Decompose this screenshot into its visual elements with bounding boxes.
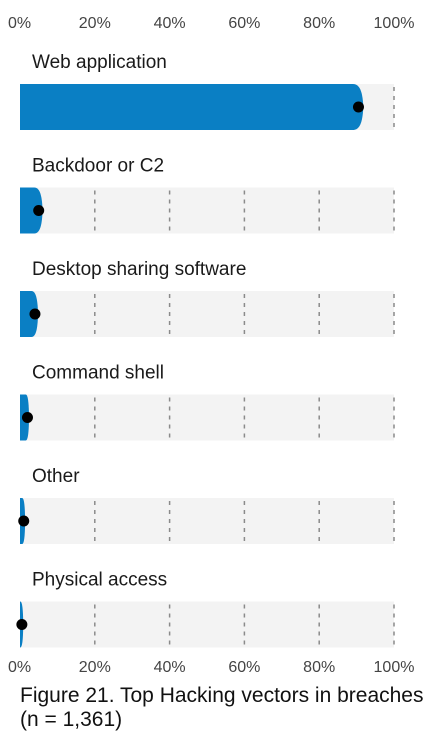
data-point <box>16 619 28 630</box>
bar-row: Command shell <box>20 363 395 441</box>
top-tick-label: 80% <box>303 15 335 32</box>
bar <box>20 84 364 130</box>
bottom-tick-label: 40% <box>154 659 186 676</box>
top-tick-label: 100% <box>374 15 415 32</box>
hacking-vectors-chart: 0% 20% 40% 60% 80% 100% Web applicationBackdo… <box>8 15 414 676</box>
bottom-tick-label: 100% <box>374 659 415 676</box>
bottom-axis: 0% 20% 40% 60% 80% 100% <box>8 659 414 676</box>
category-label: Desktop sharing software <box>32 259 246 280</box>
bar <box>20 187 43 234</box>
bottom-tick-label: 60% <box>228 659 260 676</box>
bar <box>20 291 39 337</box>
top-tick-label: 60% <box>228 15 260 32</box>
top-tick-label: 0% <box>8 15 31 32</box>
data-point <box>352 101 364 113</box>
data-point <box>29 308 41 320</box>
bar-track <box>20 498 394 544</box>
bar-row: Web application <box>20 52 395 130</box>
bottom-tick-label: 0% <box>8 659 31 676</box>
top-tick-label: 40% <box>154 15 186 32</box>
data-point <box>33 205 45 216</box>
top-axis: 0% 20% 40% 60% 80% 100% <box>8 15 414 32</box>
bar-row: Physical access <box>16 570 395 648</box>
data-point <box>18 515 30 527</box>
bar-track <box>20 601 394 648</box>
bar-row: Other <box>18 466 395 544</box>
category-label: Other <box>32 466 80 487</box>
category-label: Web application <box>32 52 167 73</box>
category-label: Physical access <box>32 570 167 591</box>
figure-caption: Figure 21. Top Hacking vectors in breach… <box>20 684 424 731</box>
bottom-tick-label: 20% <box>79 659 111 676</box>
top-tick-label: 20% <box>79 15 111 32</box>
bottom-tick-label: 80% <box>303 659 335 676</box>
bar-track <box>20 291 394 337</box>
bar-track <box>20 394 394 441</box>
category-label: Command shell <box>32 363 164 384</box>
bar-track <box>20 187 394 234</box>
bar-row: Backdoor or C2 <box>20 156 395 234</box>
category-label: Backdoor or C2 <box>32 156 164 177</box>
data-point <box>21 412 33 423</box>
bar-row: Desktop sharing software <box>20 259 395 337</box>
